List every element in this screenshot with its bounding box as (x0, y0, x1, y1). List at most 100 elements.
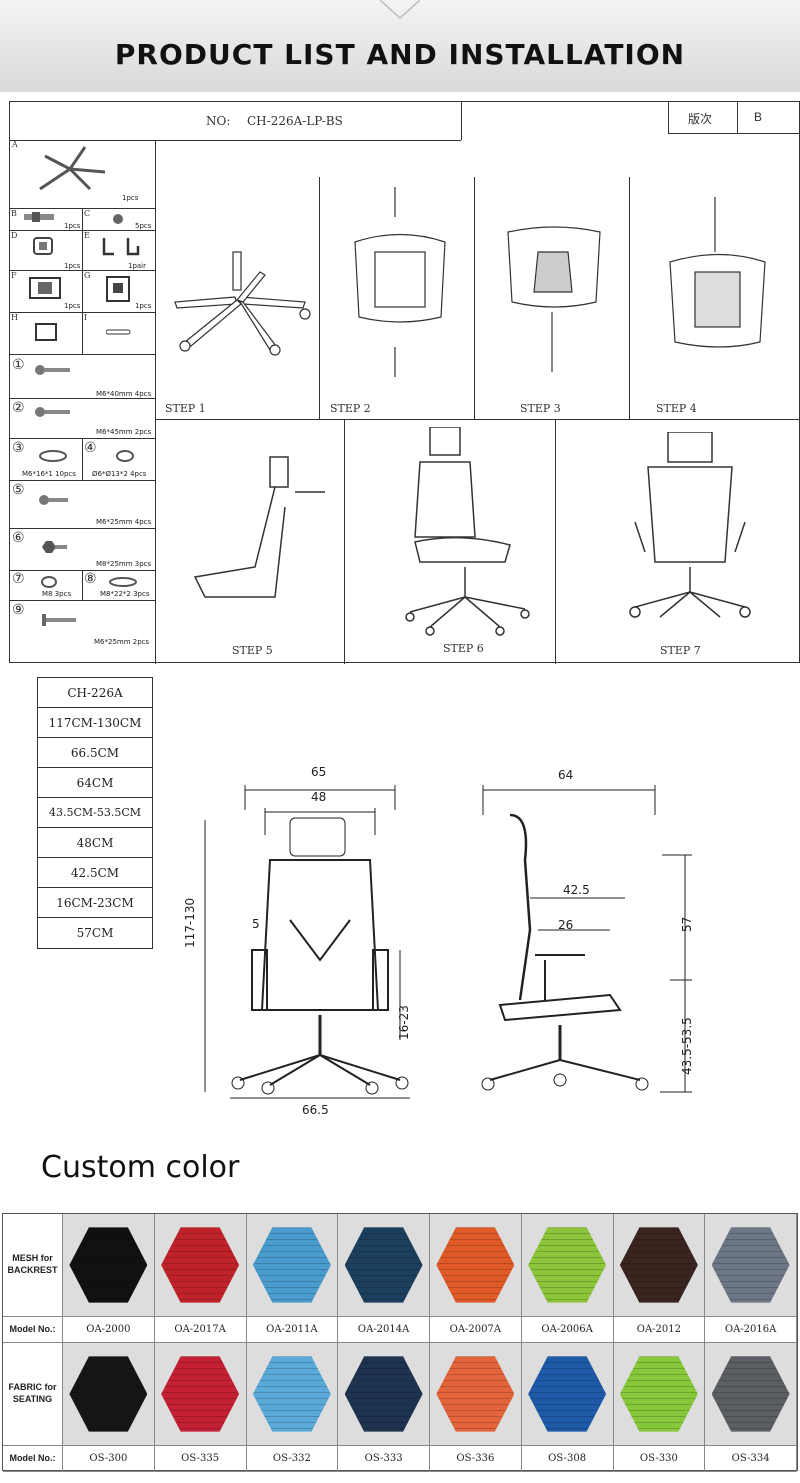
fabric-color-hexagon (711, 1356, 790, 1432)
spec-row: 42.5CM (38, 858, 152, 888)
screw-7-spec: M8 3pcs (42, 590, 72, 598)
screw-6-spec: M8*25mm 3pcs (96, 560, 152, 568)
dim-back-height: 57 (680, 916, 694, 932)
mesh-swatch[interactable] (63, 1214, 155, 1317)
mesh-swatch[interactable] (430, 1214, 522, 1317)
part-f-qty: 1pcs (64, 302, 81, 310)
mesh-swatch[interactable] (613, 1214, 706, 1317)
caster-icon (113, 214, 123, 224)
fabric-model-code: OS-336 (430, 1446, 522, 1472)
dim-arm-height: 16-23 (397, 1005, 411, 1040)
bolt-icon (35, 407, 70, 417)
fabric-color-hexagon (69, 1356, 148, 1432)
washer-icon (39, 450, 67, 462)
mesh-swatch[interactable] (521, 1214, 614, 1317)
fabric-model-code: OS-332 (246, 1446, 339, 1472)
part-e-letter: E (84, 231, 90, 240)
spec-table: CH-226A 117CM-130CM 66.5CM 64CM 43.5CM-5… (37, 677, 153, 949)
step-1-diagram (174, 251, 311, 356)
screw-9-num: ⑨ (12, 602, 25, 618)
screw-8-num: ⑧ (84, 571, 97, 587)
fabric-model-code: OS-334 (705, 1446, 797, 1472)
fabric-swatch[interactable] (521, 1343, 614, 1446)
screw-1-spec: M6*40mm 4pcs (96, 390, 152, 398)
armrest-pair-icon (102, 238, 140, 256)
bolt-icon (35, 365, 70, 375)
screw-9-spec: M6*25mm 2pcs (94, 638, 150, 646)
nut-icon (41, 576, 57, 588)
mesh-swatch[interactable] (154, 1214, 247, 1317)
step-7-diagram (629, 432, 751, 618)
mesh-color-hexagon (161, 1227, 240, 1303)
fabric-swatch[interactable] (705, 1343, 797, 1446)
spec-row: 66.5CM (38, 738, 152, 768)
dim-side-arm: 26 (558, 918, 574, 932)
dim-height: 117-130 (183, 897, 197, 948)
spec-row: 43.5CM-53.5CM (38, 798, 152, 828)
part-e-qty: 1pair (128, 262, 147, 270)
color-swatch-table: MESH for BACKREST Model No.: FABRIC for … (2, 1213, 798, 1472)
fabric-row-label: FABRIC for SEATING (3, 1343, 63, 1446)
fabric-swatch[interactable] (430, 1343, 522, 1446)
screw-3-num: ③ (12, 440, 25, 456)
model-label: Model No.: (3, 1446, 63, 1472)
base-star-icon (39, 146, 106, 191)
back-bracket-icon (106, 276, 130, 302)
header-banner: PRODUCT LIST AND INSTALLATION (0, 0, 800, 92)
fabric-color-hexagon (161, 1356, 240, 1432)
dim-front-seat: 48 (311, 790, 327, 804)
part-c-qty: 5pcs (135, 222, 152, 230)
version-label: 版次 (688, 112, 713, 126)
page-title: PRODUCT LIST AND INSTALLATION (114, 38, 686, 71)
mesh-color-hexagon (711, 1227, 790, 1303)
step-5-diagram (193, 456, 325, 598)
screw-4-num: ④ (84, 440, 97, 456)
mesh-model-code: OA-2017A (154, 1317, 247, 1343)
part-b-qty: 1pcs (64, 222, 81, 230)
step-3-diagram (507, 226, 601, 372)
part-c-letter: C (84, 209, 91, 218)
fabric-swatch[interactable] (338, 1343, 430, 1446)
fabric-swatch[interactable] (246, 1343, 339, 1446)
hex-bolt-icon (42, 541, 67, 553)
spec-row: 64CM (38, 768, 152, 798)
mesh-model-code: OA-2016A (705, 1317, 797, 1343)
fabric-swatch[interactable] (613, 1343, 706, 1446)
part-f-letter: F (11, 271, 17, 280)
mesh-color-hexagon (619, 1227, 698, 1303)
screw-5-num: ⑤ (12, 482, 25, 498)
fabric-swatch[interactable] (154, 1343, 247, 1446)
mesh-color-hexagon (528, 1227, 607, 1303)
mesh-swatch[interactable] (338, 1214, 430, 1317)
model-label: Model No.: (3, 1317, 63, 1343)
doc-number-label: NO: (206, 114, 231, 128)
banner-notch (380, 0, 420, 20)
mechanism-icon (33, 237, 53, 255)
bolt-icon (39, 495, 68, 505)
part-g-letter: G (84, 271, 91, 280)
part-d-letter: D (11, 231, 18, 240)
fabric-color-hexagon (528, 1356, 607, 1432)
screw-1-num: ① (12, 357, 25, 373)
screw-8-spec: M8*22*2 3pcs (100, 590, 150, 598)
version-value: B (754, 110, 763, 124)
washer-icon (116, 450, 134, 462)
fabric-swatch[interactable] (63, 1343, 155, 1446)
step-6-diagram (405, 427, 530, 636)
part-h-letter: H (11, 313, 18, 322)
headrest-bracket-icon (35, 323, 57, 341)
spec-row: 57CM (76, 926, 114, 940)
fabric-color-hexagon (619, 1356, 698, 1432)
spec-row: 16CM-23CM (38, 888, 152, 918)
screw-7-num: ⑦ (12, 571, 25, 587)
mesh-swatch[interactable] (705, 1214, 797, 1317)
step-2-label: STEP 2 (330, 402, 371, 415)
mesh-swatch[interactable] (246, 1214, 339, 1317)
dim-arm-gap: 5 (252, 917, 260, 931)
part-a-letter: A (12, 140, 18, 149)
mesh-color-hexagon (436, 1227, 515, 1303)
mesh-color-hexagon (344, 1227, 423, 1303)
dim-side-seat: 42.5 (563, 883, 590, 897)
step-2-diagram (354, 187, 446, 377)
screw-4-spec: Ø6*Ø13*2 4pcs (92, 470, 147, 478)
